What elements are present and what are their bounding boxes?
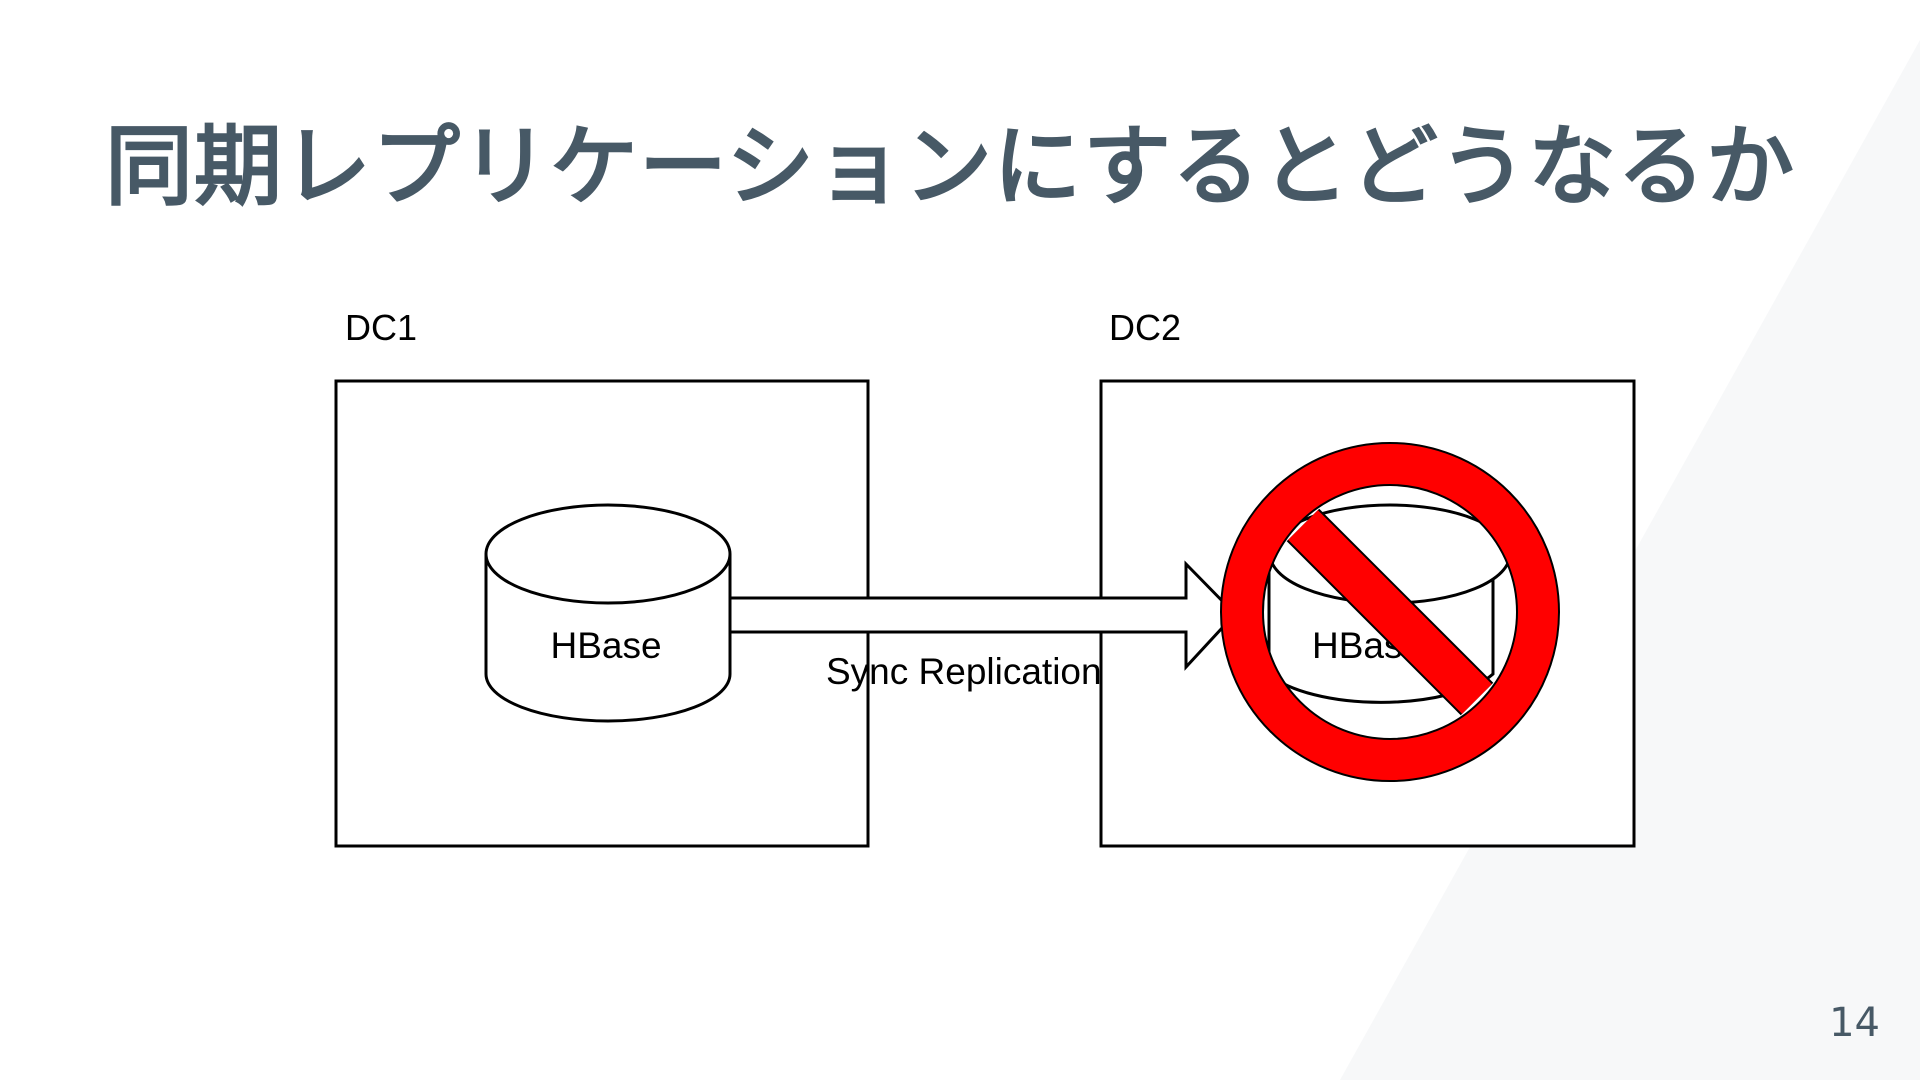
- page-number: 14: [1829, 1000, 1880, 1046]
- sync-replication-label: Sync Replication: [826, 651, 1102, 692]
- slide-title: 同期レプリケーションにするとどうなるか: [105, 115, 1796, 218]
- prohibited-icon: [1220, 442, 1560, 782]
- dc1-label: DC1: [345, 307, 417, 348]
- dc2-label: DC2: [1109, 307, 1181, 348]
- sync-replication-arrow: [728, 560, 1238, 671]
- hbase-dc1-label: HBase: [550, 625, 661, 666]
- hbase-dc1-database-icon: [484, 503, 732, 723]
